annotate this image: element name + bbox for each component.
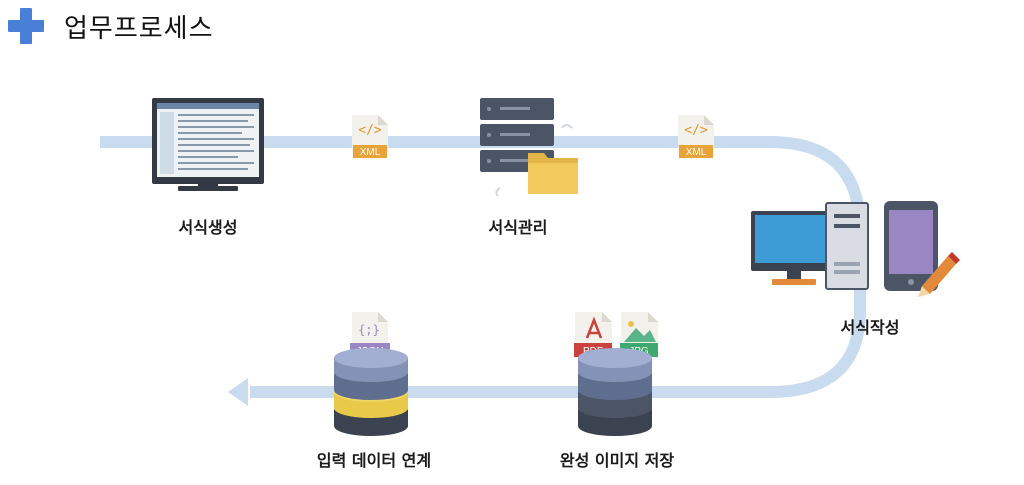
step-label-save: 완성 이미지 저장 <box>559 451 675 470</box>
svg-text:XML: XML <box>686 147 707 158</box>
svg-text:</>: </> <box>684 123 708 138</box>
tablet-icon <box>884 201 938 291</box>
flow-arrowhead <box>228 378 248 406</box>
desktop-icon <box>751 202 869 290</box>
database-icon <box>334 348 408 436</box>
database-icon <box>578 348 652 436</box>
xml-file-icon: </> XML <box>678 115 714 158</box>
step-label-export: 입력 데이터 연계 <box>316 451 432 470</box>
plus-icon <box>6 6 46 46</box>
step-label-manage: 서식관리 <box>488 218 548 237</box>
monitor-icon <box>152 98 264 191</box>
folder-icon <box>528 153 578 194</box>
svg-text:{;}: {;} <box>358 323 380 337</box>
xml-file-icon: </> XML <box>352 115 388 158</box>
svg-text:</>: </> <box>358 123 382 138</box>
step-label-write: 서식작성 <box>840 318 900 337</box>
page-title: 업무프로세스 <box>64 14 214 44</box>
step-label-create: 서식생성 <box>178 218 238 237</box>
svg-text:XML: XML <box>360 147 381 158</box>
pencil-icon <box>918 252 960 297</box>
